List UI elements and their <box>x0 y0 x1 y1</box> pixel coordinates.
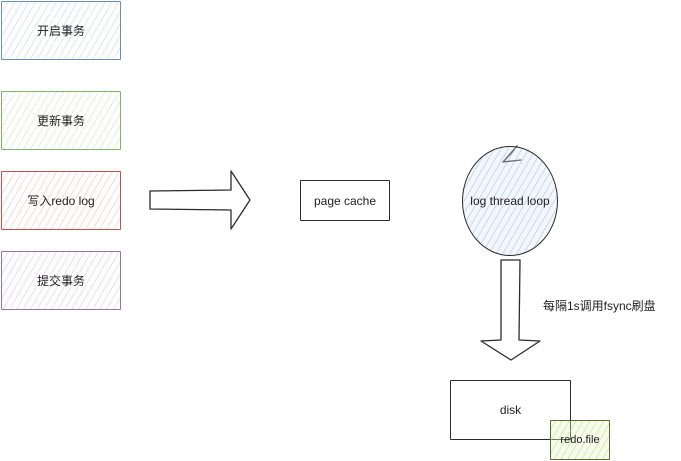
right-block-arrow <box>149 170 251 230</box>
disk-label: disk <box>499 403 522 417</box>
fsync-interval-label: 每隔1s调用fsync刷盘 <box>543 299 656 313</box>
disk-box[interactable]: disk <box>450 380 571 440</box>
commit-transaction-box[interactable]: 提交事务 <box>1 251 121 310</box>
begin-transaction-label: 开启事务 <box>36 24 85 38</box>
update-transaction-label: 更新事务 <box>36 114 85 128</box>
log-thread-loop-circle[interactable]: log thread loop <box>462 146 558 256</box>
redo-file-label: redo.file <box>560 434 600 446</box>
begin-transaction-box[interactable]: 开启事务 <box>1 1 121 60</box>
page-cache-box[interactable]: page cache <box>300 180 390 221</box>
write-redo-log-box[interactable]: 写入redo log <box>1 171 121 230</box>
redo-file-box[interactable]: redo.file <box>550 420 610 460</box>
commit-transaction-label: 提交事务 <box>36 274 85 288</box>
down-block-arrow <box>480 259 541 361</box>
log-thread-loop-label: log thread loop <box>470 194 550 208</box>
update-transaction-box[interactable]: 更新事务 <box>1 91 121 150</box>
page-cache-label: page cache <box>313 193 377 208</box>
write-redo-log-label: 写入redo log <box>27 194 95 208</box>
